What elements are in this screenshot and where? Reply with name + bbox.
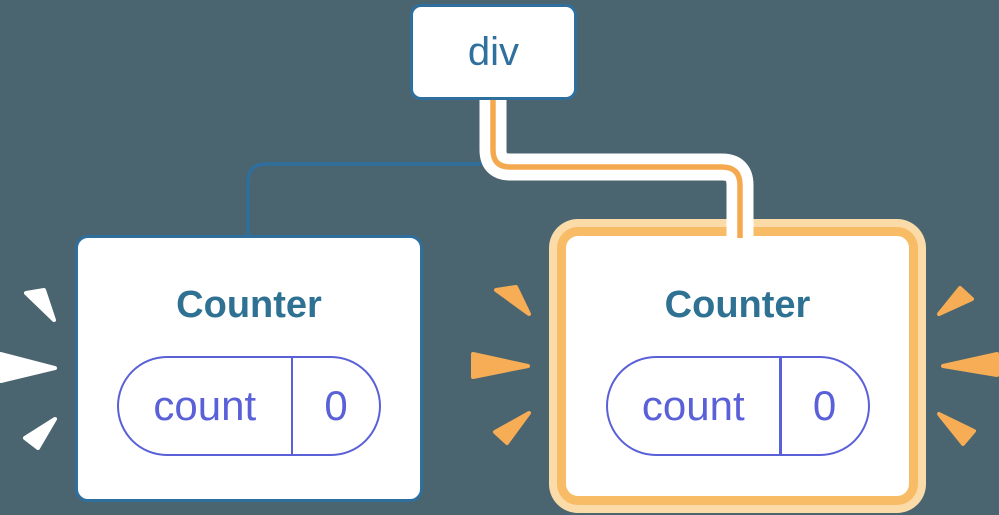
- spark-icon: [471, 352, 530, 379]
- component-title: Counter: [664, 284, 811, 326]
- state-key: count: [153, 382, 257, 429]
- spark-icon: [0, 352, 57, 383]
- component-node-counter: Counter count 0: [75, 235, 423, 502]
- spark-icon: [937, 286, 974, 316]
- spark-icon: [937, 412, 976, 446]
- root-node: div: [410, 4, 577, 100]
- state-value: 0: [324, 382, 348, 429]
- render-sparks-orange-inner: [471, 285, 531, 445]
- state-pill-divider: [290, 358, 293, 454]
- render-sparks-white-left: [0, 288, 57, 450]
- spark-icon: [941, 352, 999, 377]
- render-sparks-orange-outer: [937, 286, 999, 446]
- state-key: count: [641, 382, 745, 429]
- component-node-counter-highlighted: Counter count 0: [557, 227, 918, 505]
- spark-icon: [494, 285, 531, 316]
- connector-to-right-child-casing: [479, 96, 754, 237]
- spark-icon: [24, 288, 56, 322]
- connector-to-left-child: [246, 99, 494, 240]
- state-pill: count 0: [117, 356, 381, 456]
- spark-icon: [23, 417, 57, 450]
- component-title: Counter: [176, 284, 322, 326]
- connector-to-right-child: [490, 96, 743, 238]
- state-value: 0: [812, 382, 837, 429]
- spark-icon: [493, 411, 531, 445]
- root-node-label: div: [467, 29, 520, 74]
- state-pill-divider: [779, 358, 782, 454]
- state-pill: count 0: [605, 356, 870, 456]
